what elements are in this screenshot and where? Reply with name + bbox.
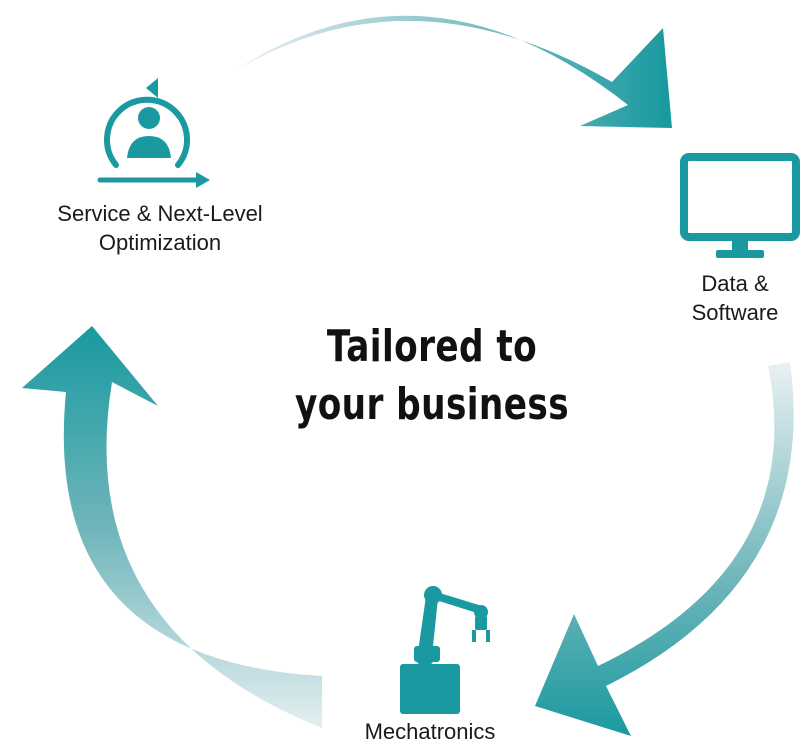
arrow-data-to-mechatronics [535, 362, 794, 736]
node-service-line1: Service & Next-Level [57, 201, 263, 226]
node-mechatronics-label: Mechatronics [330, 718, 530, 747]
node-service-line2: Optimization [98, 229, 222, 255]
node-data-label: Data & Software [672, 270, 798, 327]
arrow-mechatronics-to-service [22, 326, 322, 728]
node-mechatronics-line1: Mechatronics [364, 719, 496, 744]
node-data-line2: Software [691, 299, 779, 325]
center-title-line1: Tailored to [326, 321, 538, 372]
monitor-icon [680, 153, 800, 258]
center-title: Tailored to your business [290, 318, 574, 434]
robot-arm-icon [400, 586, 490, 714]
node-data-line1: Data & [701, 271, 769, 296]
center-title-line2: your business [294, 379, 570, 430]
user-cycle-icon [97, 78, 210, 188]
node-service-label: Service & Next-Level Optimization [2, 200, 318, 257]
arrow-service-to-data [233, 15, 672, 129]
